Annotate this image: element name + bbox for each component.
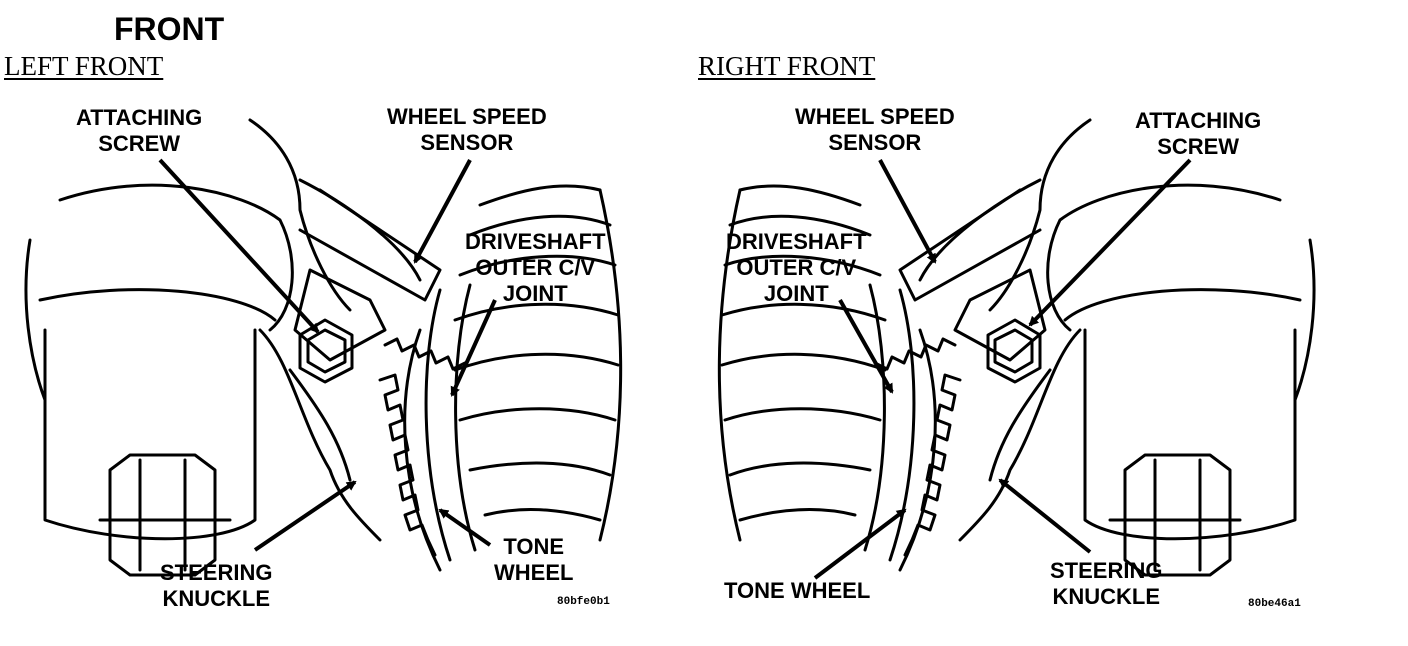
right-figure-code: 80be46a1 xyxy=(1248,598,1301,610)
right-sensor-arrow xyxy=(878,159,937,264)
left-leader-lines xyxy=(158,158,497,552)
left-sensor-arrow xyxy=(413,159,472,264)
page-title: FRONT xyxy=(114,11,225,47)
left-front-heading: LEFT FRONT xyxy=(4,51,164,81)
left-screw-arrow xyxy=(158,158,320,334)
right-front-illustration xyxy=(717,118,1316,577)
right-knuckle-arrow xyxy=(998,478,1092,554)
left-joint-arrow xyxy=(450,299,497,397)
left-knuckle-arrow xyxy=(253,480,357,552)
right-screw-arrow xyxy=(1028,158,1192,327)
left-tone-wheel-arrow xyxy=(438,508,492,547)
left-front-illustration xyxy=(24,118,623,577)
right-joint-arrow xyxy=(838,299,894,394)
right-tone-wheel-label: TONE WHEEL xyxy=(724,578,871,603)
right-leader-lines xyxy=(813,158,1192,580)
left-figure-code: 80bfe0b1 xyxy=(557,596,610,608)
right-front-heading: RIGHT FRONT xyxy=(698,51,876,81)
right-tone-wheel-arrow xyxy=(813,508,907,580)
